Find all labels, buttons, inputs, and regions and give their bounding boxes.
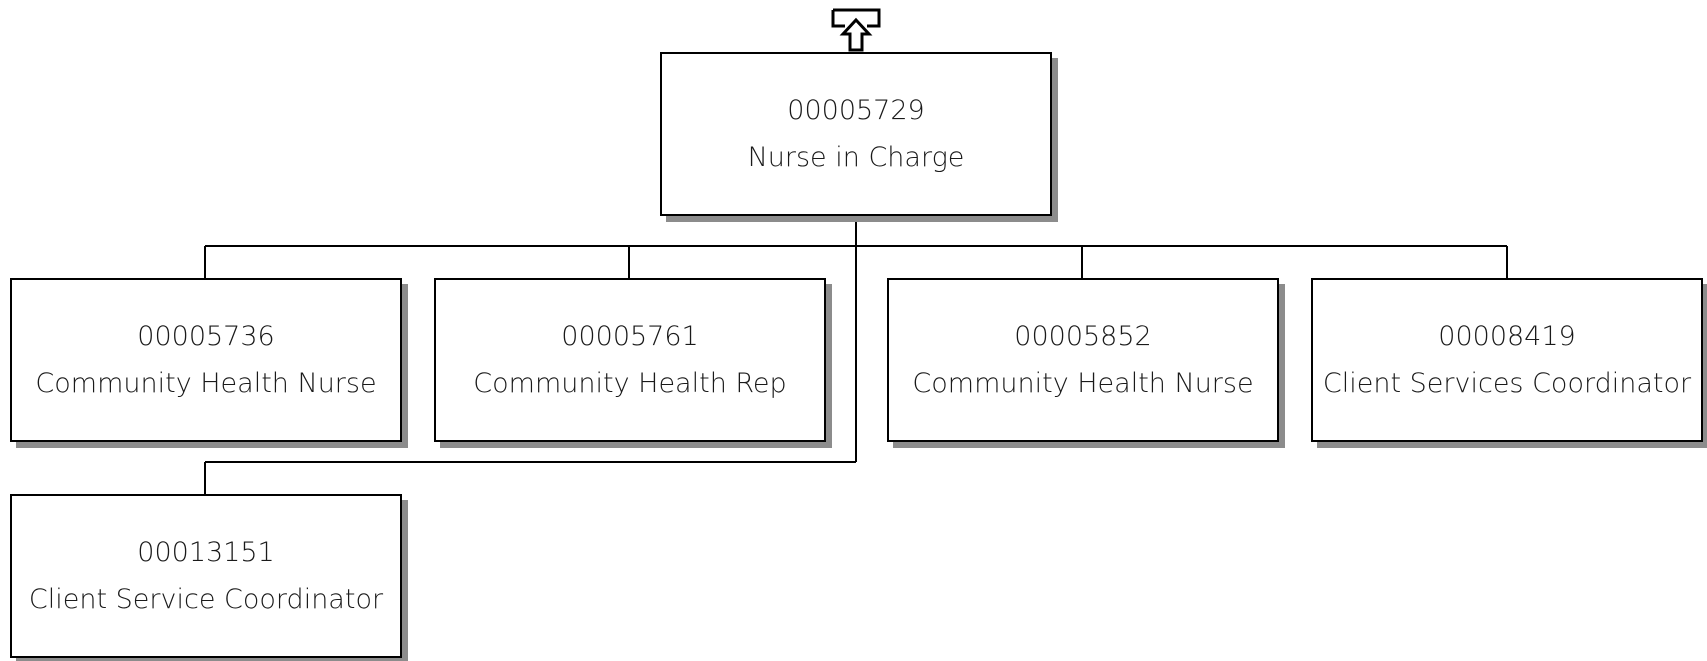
node-title: Nurse in Charge xyxy=(747,142,965,173)
up-arrow-icon[interactable] xyxy=(831,8,881,54)
node-code: 00005736 xyxy=(137,321,275,352)
node-code: 00005729 xyxy=(787,95,925,126)
node-code: 00005852 xyxy=(1014,321,1152,352)
node-code: 00013151 xyxy=(137,537,275,568)
org-node-child[interactable]: 00005852 Community Health Nurse xyxy=(887,278,1279,442)
node-title: Community Health Nurse xyxy=(35,368,377,399)
node-title: Community Health Rep xyxy=(473,368,787,399)
node-title: Community Health Nurse xyxy=(912,368,1254,399)
org-node-child[interactable]: 00005761 Community Health Rep xyxy=(434,278,826,442)
node-code: 00005761 xyxy=(561,321,699,352)
org-node-child[interactable]: 00008419 Client Services Coordinator xyxy=(1311,278,1703,442)
org-node-root[interactable]: 00005729 Nurse in Charge xyxy=(660,52,1052,216)
node-title: Client Service Coordinator xyxy=(28,584,384,615)
org-node-assistant[interactable]: 00013151 Client Service Coordinator xyxy=(10,494,402,658)
node-title: Client Services Coordinator xyxy=(1322,368,1692,399)
node-code: 00008419 xyxy=(1438,321,1576,352)
org-node-child[interactable]: 00005736 Community Health Nurse xyxy=(10,278,402,442)
